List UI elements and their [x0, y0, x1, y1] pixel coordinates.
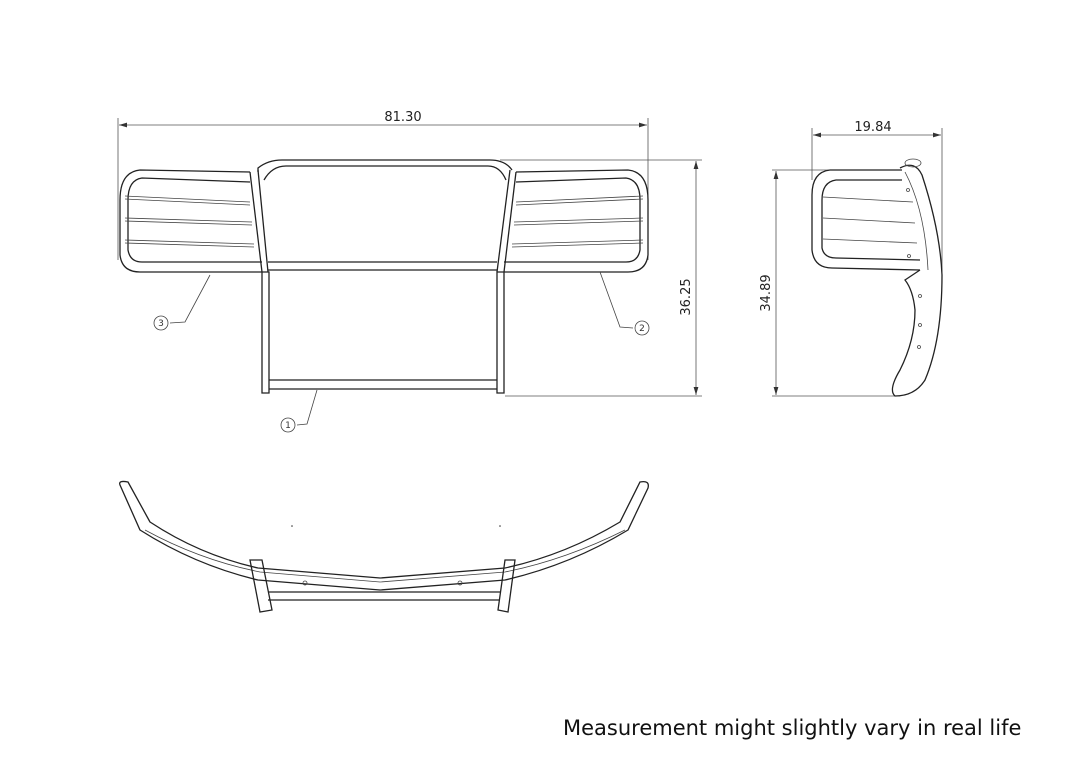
width-dimension-label: 81.30: [384, 110, 421, 125]
top-view: [119, 480, 649, 613]
height-dimension-label: 36.25: [679, 278, 694, 315]
side-view: 19.84 34.89: [759, 120, 943, 397]
front-view: 81.30 36.25 3 2 1: [117, 110, 702, 433]
balloon-3: 3: [158, 319, 164, 329]
balloon-1: 1: [285, 421, 291, 431]
measurement-note: Measurement might slightly vary in real …: [563, 716, 1022, 740]
depth-dimension-label: 19.84: [854, 120, 891, 135]
side-height-dimension-label: 34.89: [759, 274, 774, 311]
balloon-2: 2: [639, 324, 645, 334]
